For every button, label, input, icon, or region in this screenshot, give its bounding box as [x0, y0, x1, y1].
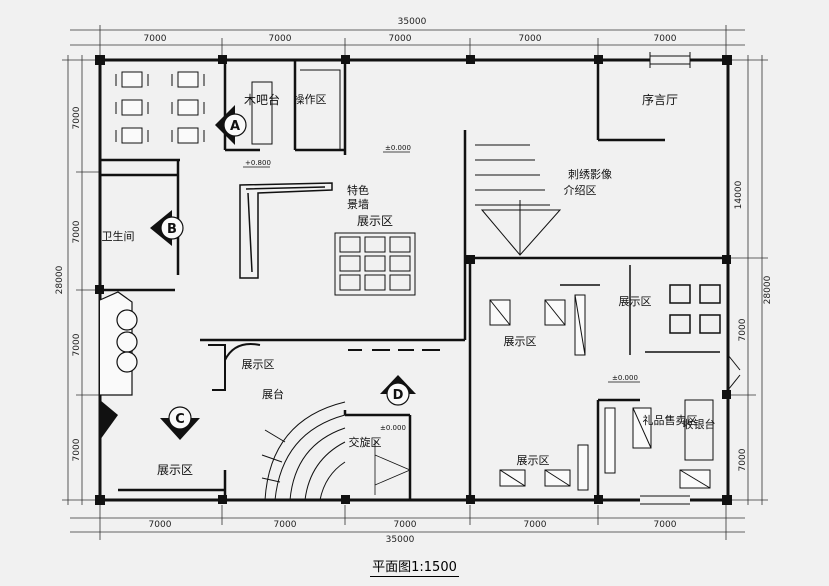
embroidery-steps: [475, 144, 562, 256]
exhibit-bottom-left-label: 展示区: [157, 463, 193, 477]
exhibit-small-walls: [560, 265, 721, 355]
bottom-dim-3: 7000: [394, 520, 417, 530]
interior-walls: [100, 60, 728, 500]
dining-chairs: [115, 74, 205, 142]
bar-label-text: 木吧台: [244, 92, 280, 107]
marker-c: C: [160, 406, 200, 440]
marker-d-text: D: [393, 388, 404, 403]
bar-counter: [251, 69, 341, 150]
bottom-dim-4: 7000: [524, 520, 547, 530]
exhibit-right-label: 展示区: [504, 335, 537, 348]
level-mark-4: ±0.000: [612, 374, 638, 382]
right-lower-dim-a: 7000: [738, 318, 748, 341]
right-upper-dim: 14000: [734, 180, 744, 209]
level-mark-2: +0.800: [245, 159, 271, 167]
exhibit-bottom-cases: [499, 444, 589, 491]
bottom-total-dim: 35000: [386, 535, 415, 545]
top-dimensions: [70, 25, 745, 55]
spiral-area-label: 交旋区: [349, 435, 382, 449]
embroidery-line2: 介绍区: [564, 183, 597, 197]
level-mark-3: ±0.000: [380, 424, 406, 432]
display-wall-mid: [208, 343, 440, 391]
left-dimensions: [62, 55, 100, 505]
marker-d: D: [380, 375, 416, 406]
bottom-dim-2: 7000: [274, 520, 297, 530]
cashier-label: 收银台: [683, 417, 716, 431]
marker-c-text: C: [175, 412, 185, 427]
top-total-dim: 35000: [398, 17, 427, 27]
top-dim-3: 7000: [389, 34, 412, 44]
marker-a-text: A: [230, 119, 240, 134]
display-grid: [334, 232, 416, 296]
side-door: [727, 354, 741, 391]
spiral-stair: [261, 401, 346, 501]
right-lower-dim-b: 7000: [738, 448, 748, 471]
stage-label: 展台: [262, 387, 284, 401]
corner-triangle: [100, 400, 118, 440]
caption-text: 平面图1:1500: [370, 556, 459, 577]
left-seating: [99, 291, 138, 396]
bottom-dim-5: 7000: [654, 520, 677, 530]
top-dim-1: 7000: [144, 34, 167, 44]
feature-wall: [239, 182, 333, 279]
right-dimensions: [730, 55, 768, 505]
bar-label: 木吧台: [244, 92, 280, 107]
level-mark-1: ±0.000: [385, 144, 411, 152]
entrance-bottom: [640, 495, 690, 505]
exhibit-small-label: 展示区: [619, 295, 652, 308]
right-total-dim: 28000: [763, 275, 773, 304]
restroom-label: 卫生间: [102, 229, 135, 243]
bottom-dim-1: 7000: [149, 520, 172, 530]
top-dim-4: 7000: [519, 34, 542, 44]
top-dim-2: 7000: [269, 34, 292, 44]
marker-b-text: B: [167, 222, 177, 237]
feature-wall-line2: 景墙: [347, 197, 369, 211]
left-total-dim: 28000: [55, 265, 65, 294]
exhibit-right-cases: [489, 294, 586, 356]
marker-a: A: [215, 105, 247, 145]
marker-b: B: [150, 210, 184, 246]
spiral-arrows: [374, 440, 411, 495]
exhibit-bottom-mid-label: 展示区: [517, 454, 550, 467]
left-dim-1: 7000: [72, 106, 82, 129]
left-dim-2: 7000: [72, 220, 82, 243]
left-dim-3: 7000: [72, 333, 82, 356]
operation-label: 操作区: [294, 92, 327, 106]
gift-shop-cases: [604, 407, 711, 489]
embroidery-line1: 刺绣影像: [568, 168, 612, 181]
exhibit-center-label: 展示区: [357, 214, 393, 228]
cashier-counter: [684, 399, 714, 461]
left-dim-4: 7000: [72, 438, 82, 461]
bottom-dimensions: [70, 505, 745, 540]
entrance-top: [649, 52, 691, 68]
preface-hall-label: 序言厅: [642, 92, 678, 107]
dining-tables: [121, 71, 199, 144]
drawing-caption: 平面图1:1500: [0, 556, 829, 577]
exhibit-mid-label: 展示区: [242, 358, 275, 371]
gift-shop-label: 礼品售卖区: [643, 413, 698, 427]
top-dim-5: 7000: [654, 34, 677, 44]
feature-wall-line1: 特色: [347, 183, 369, 197]
